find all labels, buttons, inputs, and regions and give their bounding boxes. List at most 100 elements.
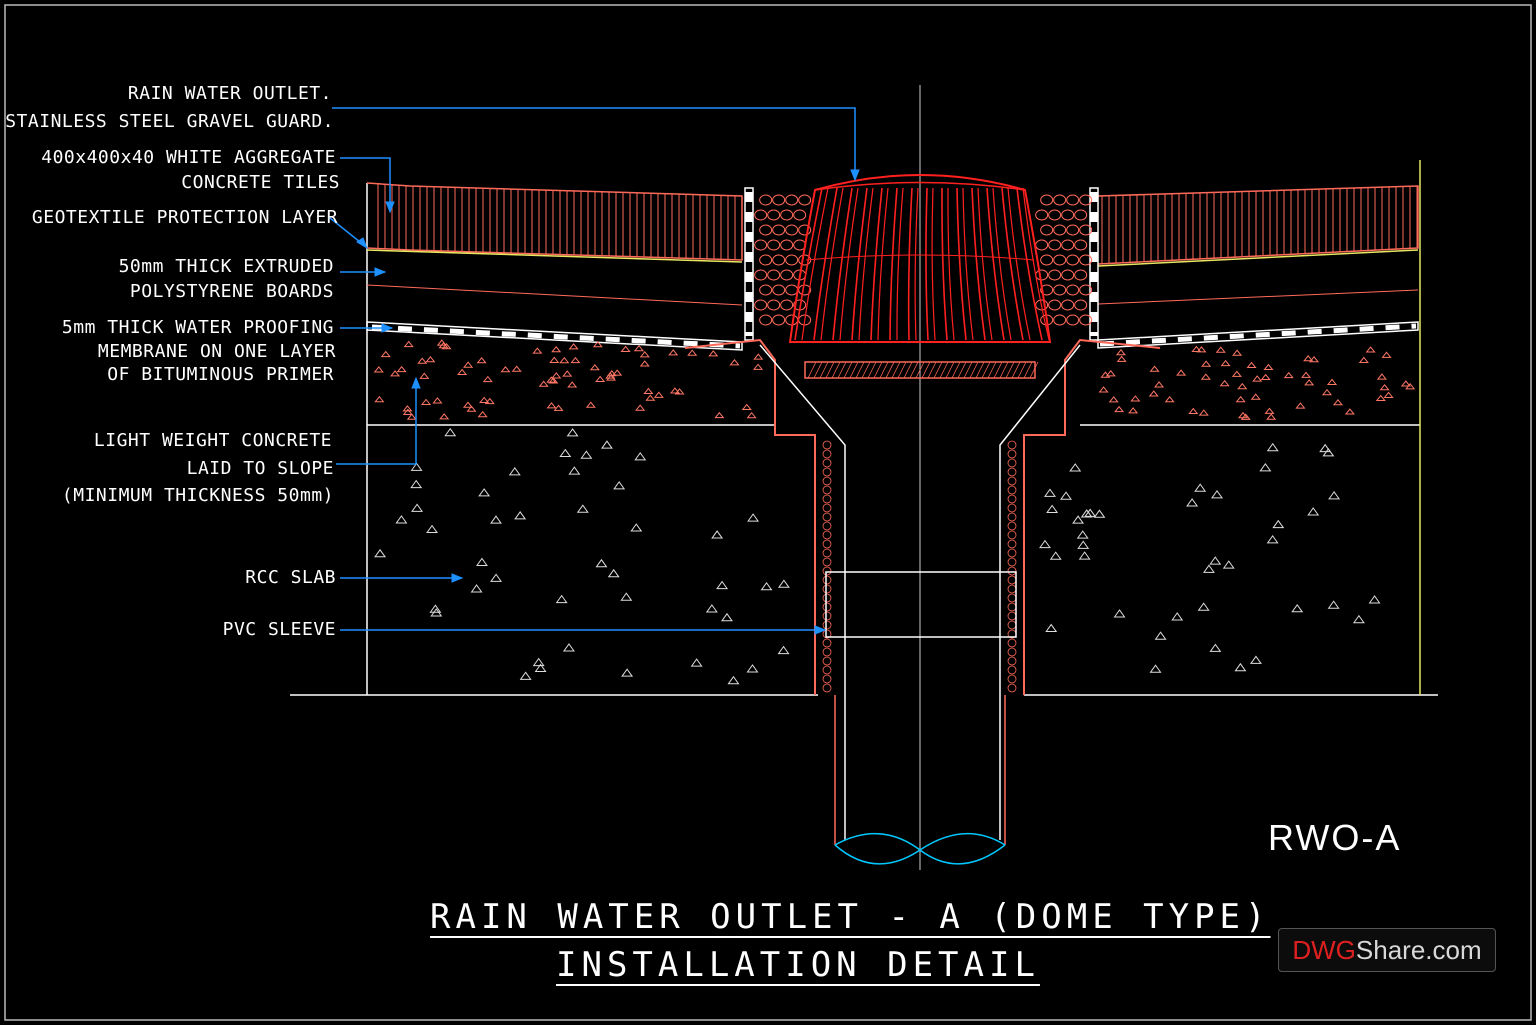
rcc-aggregate: [620, 592, 633, 601]
lwc-aggregate: [643, 387, 654, 395]
seat-hatch: [993, 361, 1003, 379]
lwc-aggregate: [1108, 396, 1119, 403]
leader-arrow: [356, 237, 369, 250]
gravel-pebble: [759, 194, 773, 206]
rcc-aggregate: [411, 503, 424, 512]
rcc-aggregate: [1209, 556, 1222, 565]
dome-rib: [962, 187, 974, 341]
rcc-aggregate: [470, 584, 483, 593]
lwc-aggregate: [589, 363, 600, 371]
seat-hatch: [933, 361, 943, 379]
rcc-aggregate: [1222, 560, 1235, 569]
rcc-aggregate: [514, 511, 527, 520]
sleeve-hex: [1007, 575, 1017, 585]
label-sleeve: PVC SLEEVE: [222, 619, 336, 640]
lwc-aggregate: [532, 347, 543, 354]
sleeve-hex: [1007, 584, 1017, 594]
gravel-pebble: [1053, 314, 1067, 326]
rcc-aggregate: [600, 440, 613, 449]
dome-rib: [832, 187, 853, 341]
rcc-aggregate: [1291, 603, 1304, 613]
gravel-pebble: [1053, 284, 1067, 296]
rcc-aggregate: [1197, 602, 1210, 611]
gravel-pebble: [1053, 254, 1067, 266]
seat-hatch: [957, 361, 967, 379]
rcc-aggregate: [1084, 508, 1097, 517]
lwc-aggregate: [477, 410, 488, 418]
gravel-pebble: [780, 299, 794, 311]
lwc-aggregate: [567, 381, 578, 388]
drawing-code: RWO-A: [1268, 817, 1402, 858]
rcc-aggregate: [410, 479, 423, 489]
seat-hatch: [1029, 361, 1039, 379]
geotextile-left: [366, 249, 743, 263]
lwc-aggregate: [635, 404, 646, 411]
gravel-pebble: [1074, 209, 1088, 221]
gravel-pebble: [793, 209, 807, 221]
gravel-pebble: [1066, 254, 1080, 266]
lwc-aggregate: [1326, 378, 1338, 385]
lwc-aggregate: [1188, 407, 1199, 415]
sleeve-hex: [822, 656, 832, 666]
concrete-aggregate: [373, 339, 1416, 685]
gravel-pebble: [798, 194, 812, 206]
lwc-aggregate: [1191, 345, 1202, 353]
sleeve-hex: [1007, 638, 1017, 648]
rcc-aggregate: [1202, 564, 1215, 573]
rcc-aggregate: [690, 658, 703, 667]
lwc-aggregate: [741, 403, 752, 411]
drain-pipe: [834, 695, 1006, 865]
gravel-pebble: [1035, 239, 1049, 251]
gravel-pebble: [1079, 254, 1093, 266]
lwc-aggregate: [476, 356, 487, 364]
gravel-pebble: [1079, 314, 1093, 326]
gravel-pebble: [772, 314, 786, 326]
rcc-aggregate: [747, 513, 760, 522]
tiles-right: [1097, 185, 1419, 265]
lwc-aggregate: [1149, 365, 1160, 372]
dome-rib: [889, 187, 898, 341]
gravel-pebble: [772, 224, 786, 236]
seat-hatch: [837, 361, 847, 379]
rcc-aggregate: [1352, 614, 1365, 624]
seat-hatch: [831, 361, 841, 379]
sleeve-hex: [1007, 602, 1017, 612]
lwc-aggregate: [1114, 405, 1125, 413]
lwc-aggregate: [462, 401, 473, 408]
lwc-aggregate: [373, 366, 384, 373]
lwc-aggregate: [1381, 351, 1392, 358]
gravel-pebble: [780, 209, 794, 221]
gravel-pebble: [1066, 284, 1080, 296]
outlet-body: [684, 338, 1161, 840]
sleeve-hex: [822, 683, 832, 693]
seat-hatch: [1017, 361, 1027, 379]
rcc-aggregate: [426, 524, 438, 534]
rcc-aggregate: [1194, 483, 1207, 492]
label-tiles-2: CONCRETE TILES: [181, 172, 340, 193]
lwc-aggregate: [687, 349, 698, 356]
seat-hatch: [855, 361, 865, 379]
leader-line: [336, 380, 417, 465]
lwc-aggregate: [425, 355, 436, 363]
sleeve-hex: [1007, 512, 1017, 522]
sleeve-hex: [822, 467, 832, 477]
sleeve-hex: [822, 638, 832, 648]
seat-hatch: [987, 361, 997, 379]
sleeve-coupling: [825, 571, 1017, 638]
dome-cap: [814, 181, 1026, 191]
gravel-pebble: [1048, 209, 1062, 221]
gravel-pebble: [754, 269, 768, 281]
gravel-pebble: [1035, 299, 1049, 311]
lwc-aggregate: [1153, 381, 1165, 388]
lwc-aggregate: [562, 370, 573, 377]
rcc-aggregate: [1327, 600, 1340, 609]
lwc-aggregate: [546, 402, 557, 409]
label-rcc: RCC SLAB: [245, 567, 336, 588]
dome-rib: [992, 187, 1012, 341]
seat-hatch: [963, 361, 973, 379]
rcc-aggregate: [534, 663, 547, 672]
rcc-aggregate: [1077, 540, 1090, 549]
lwc-aggregate: [402, 408, 413, 415]
seat-hatch: [861, 361, 871, 379]
